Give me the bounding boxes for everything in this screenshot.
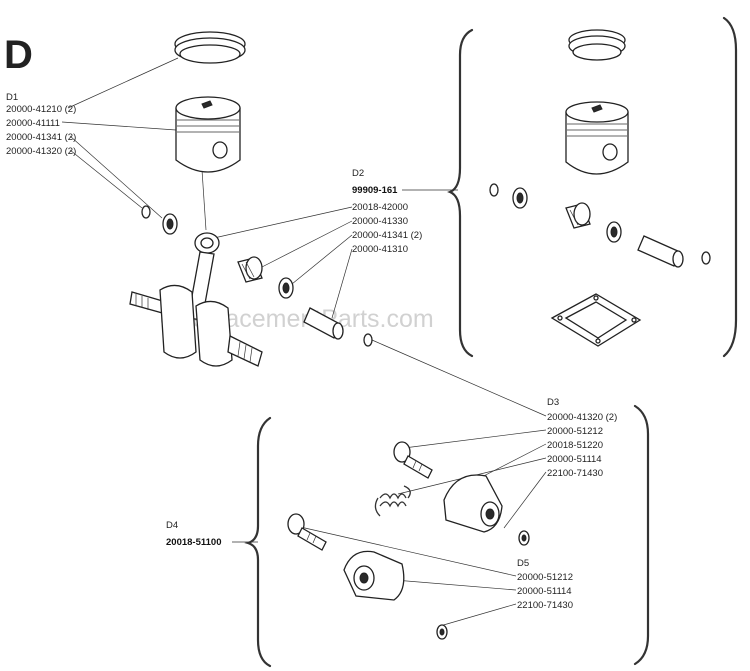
crankshaft	[129, 284, 263, 367]
kit-circlip-left	[489, 183, 499, 197]
d1-part-piston-ring: 20000-41210 (2)	[6, 104, 76, 115]
d3-part-spring: 20000-51114	[547, 454, 602, 465]
kit-circlip-right	[701, 251, 711, 265]
d1-part-washer: 20000-41341 (2)	[6, 132, 76, 143]
d3-part-circlip: 20000-41320 (2)	[547, 412, 617, 423]
d4-title: D4	[166, 520, 178, 531]
d5-washer	[436, 624, 448, 640]
d5-bolt	[287, 513, 327, 551]
d3-bolt	[393, 441, 433, 479]
kit-gasket	[550, 293, 642, 347]
d2-title: D2	[352, 168, 364, 179]
d3-title: D3	[547, 397, 559, 408]
d5-part-washer: 22100-71430	[517, 600, 573, 611]
d2-part-crankshaft: 20018-42000	[352, 202, 408, 213]
d5-part-spring: 20000-51114	[517, 586, 572, 597]
d1-part-circlip: 20000-41320 (2)	[6, 146, 76, 157]
d5-shoe	[343, 550, 405, 601]
kit-piston-pin	[637, 235, 684, 268]
washer-right	[278, 277, 294, 299]
d1-part-piston: 20000-41111	[6, 118, 60, 129]
d1-title: D1	[6, 92, 18, 103]
d3-part-washer: 22100-71430	[547, 468, 603, 479]
d3-part-bolt: 20000-51212	[547, 426, 603, 437]
leader-lines	[61, 57, 547, 627]
needle-bearing	[237, 256, 263, 283]
d3-washer	[518, 530, 530, 546]
d3-spring	[374, 485, 411, 517]
kit-washer-left	[512, 187, 528, 209]
d2-part-bearing: 20000-41330	[352, 216, 408, 227]
d2-bracket-left	[447, 28, 474, 358]
kit-piston-rings	[568, 29, 626, 61]
d5-title: D5	[517, 558, 529, 569]
d3-part-shoe: 20018-51220	[547, 440, 603, 451]
d2-part-washer: 20000-41341 (2)	[352, 230, 422, 241]
piston-rings	[174, 31, 246, 64]
d2-part-pin: 20000-41310	[352, 244, 408, 255]
d3-shoe	[443, 474, 503, 533]
washer-left	[162, 213, 178, 235]
kit-piston	[565, 101, 629, 175]
d2-kit-number: 99909-161	[352, 185, 398, 196]
circlip-left	[141, 205, 151, 219]
kit-washer-right	[606, 221, 622, 243]
d5-part-bolt: 20000-51212	[517, 572, 573, 583]
d4-kit-number: 20018-51100	[166, 537, 221, 548]
d2-bracket-right	[722, 16, 738, 358]
piston	[175, 96, 241, 173]
d4-bracket-right	[633, 404, 650, 666]
section-letter: D	[4, 33, 33, 77]
piston-pin	[303, 307, 344, 340]
d4-bracket-left	[244, 416, 272, 668]
circlip-right	[363, 333, 373, 347]
kit-needle-bearing	[565, 202, 591, 229]
